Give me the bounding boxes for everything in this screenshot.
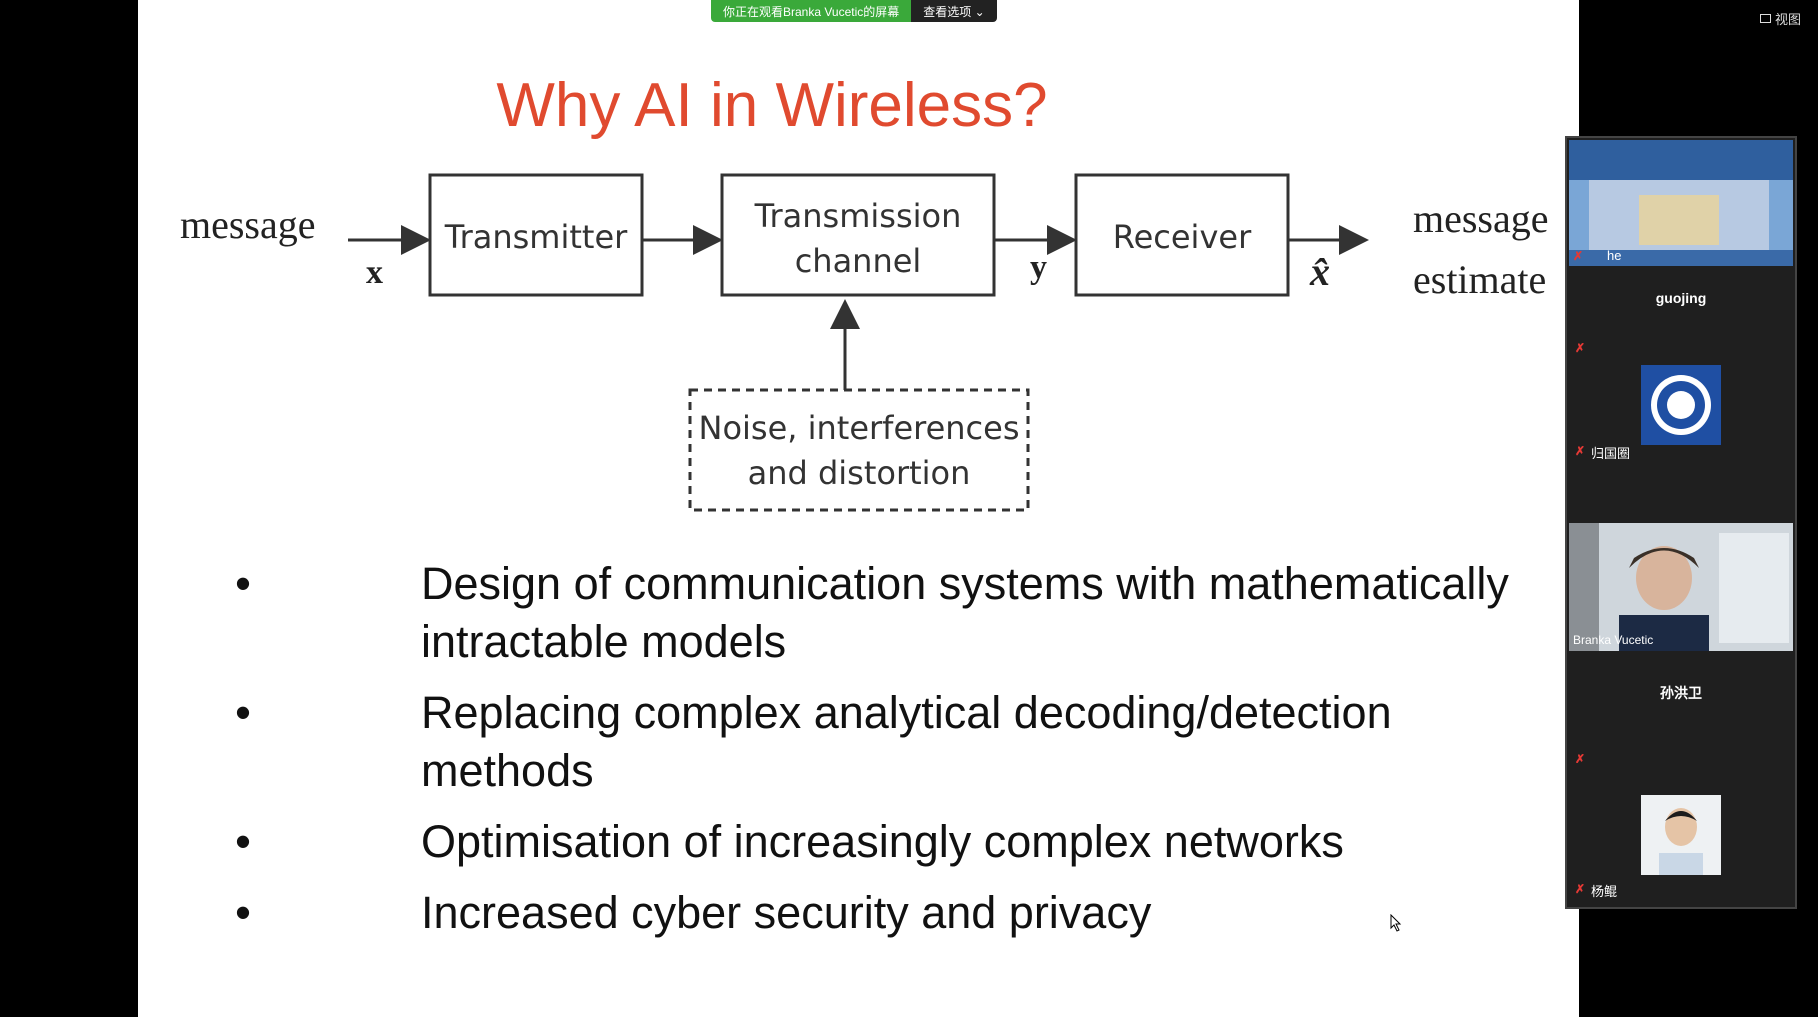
channel-label-line2: channel: [795, 242, 922, 280]
bullet-dot: •: [235, 558, 251, 609]
bullet-dot: •: [235, 687, 251, 738]
participant-video: [1569, 140, 1793, 266]
noise-label-line1: Noise, interferences: [699, 409, 1020, 447]
slide-title: Why AI in Wireless?: [496, 71, 1048, 140]
channel-symbol: y: [1030, 249, 1047, 286]
channel-label-line1: Transmission: [754, 197, 962, 235]
bullet-text: Optimisation of increasingly complex net…: [421, 816, 1344, 867]
view-options-button[interactable]: 查看选项 ⌄: [911, 0, 997, 22]
noise-box: [688, 388, 1030, 512]
transmitter-label: Transmitter: [444, 218, 628, 256]
participant-tile[interactable]: 孙洪卫 ✗: [1567, 653, 1795, 763]
grid-view-icon: [1760, 14, 1771, 23]
mic-muted-icon: ✗: [1575, 882, 1586, 896]
view-toggle-label: 视图: [1775, 12, 1802, 27]
participant-name: guojing: [1655, 290, 1707, 306]
participant-tile[interactable]: ✗ 杨鲲: [1567, 763, 1795, 908]
bullet-text: Design of communication systems with mat…: [421, 558, 1509, 667]
share-banner: 你正在观看Branka Vucetic的屏幕 查看选项 ⌄: [711, 0, 997, 22]
noise-label-line2: and distortion: [748, 454, 971, 492]
bullet-dot: •: [235, 887, 251, 938]
participant-video: [1569, 523, 1793, 651]
mic-muted-icon: ✗: [1575, 752, 1586, 763]
mic-muted-icon: ✗: [1575, 444, 1586, 458]
shared-slide: Why AI in Wireless? message x Transmitte…: [138, 0, 1579, 1017]
participant-tile[interactable]: guojing ✗: [1567, 268, 1795, 363]
participant-photo-avatar: [1641, 795, 1721, 875]
mouse-cursor-icon: [1390, 914, 1402, 932]
bullet-dot: •: [235, 816, 251, 867]
participant-name: he: [1607, 248, 1622, 263]
input-label: message: [180, 202, 316, 247]
participant-name: 归国圈: [1591, 446, 1631, 459]
participant-name: 孙洪卫: [1660, 685, 1702, 701]
share-banner-label: 你正在观看Branka Vucetic的屏幕: [711, 0, 912, 22]
bullet-item: • Increased cyber security and privacy: [208, 884, 1568, 942]
participants-panel[interactable]: ✗ he guojing ✗ ✗ 归国圈: [1565, 136, 1797, 909]
output-label-line2: estimate: [1413, 257, 1546, 302]
mic-muted-icon: ✗: [1573, 249, 1584, 263]
view-toggle-button[interactable]: 视图: [1760, 9, 1801, 28]
receiver-label: Receiver: [1113, 218, 1252, 256]
participant-tile[interactable]: ✗ he: [1567, 138, 1795, 268]
bullet-item: • Optimisation of increasingly complex ne…: [208, 813, 1568, 871]
participant-tile[interactable]: ✗ 归国圈: [1567, 363, 1795, 459]
bullet-text: Replacing complex analytical decoding/de…: [421, 687, 1392, 796]
input-symbol: x: [366, 254, 383, 291]
receiver-box: [1074, 173, 1290, 297]
bullet-text: Increased cyber security and privacy: [421, 887, 1152, 938]
bullet-item: • Replacing complex analytical decoding/d…: [208, 684, 1568, 800]
channel-box: [720, 173, 996, 297]
bullet-list: • Design of communication systems with ma…: [208, 555, 1568, 955]
participant-name: Branka Vucetic: [1573, 633, 1654, 647]
participant-tile[interactable]: Branka Vucetic: [1567, 523, 1795, 653]
university-logo-avatar: [1641, 365, 1721, 445]
mic-muted-icon: ✗: [1575, 341, 1586, 355]
participant-name: 杨鲲: [1591, 884, 1618, 899]
output-symbol: x̂: [1309, 249, 1330, 294]
system-diagram: message x Transmitter Transmission chann…: [138, 150, 1579, 530]
output-label-line1: message: [1413, 196, 1549, 241]
transmitter-box: [428, 173, 644, 297]
bullet-item: • Design of communication systems with ma…: [208, 555, 1568, 671]
diagram-svg: message x Transmitter Transmission chann…: [180, 173, 1549, 512]
